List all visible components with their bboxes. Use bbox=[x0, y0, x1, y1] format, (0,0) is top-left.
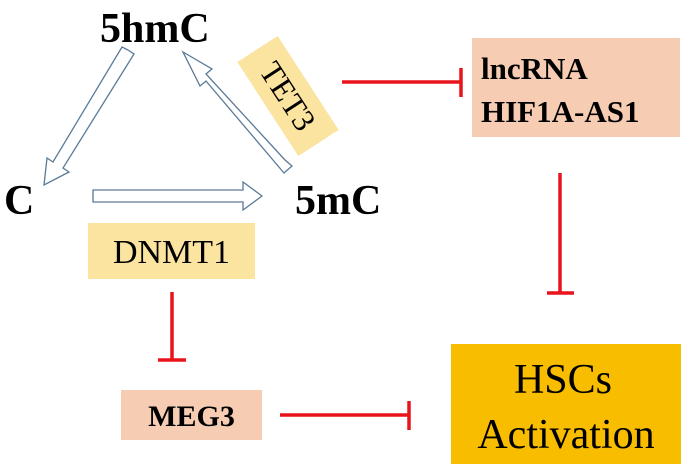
meg3-box bbox=[121, 390, 262, 440]
meg3-label: MEG3 bbox=[148, 400, 235, 433]
hsc-label-line1: HSCs bbox=[514, 357, 612, 403]
node-5mc: 5mC bbox=[295, 178, 381, 224]
dnmt1-box bbox=[88, 223, 255, 279]
node-5hmc: 5hmC bbox=[100, 6, 210, 52]
inhibit-meg3-hsc bbox=[280, 401, 411, 430]
tet3-box: TET3 bbox=[237, 35, 339, 157]
node-c: C bbox=[4, 178, 34, 224]
inhibit-lncrna-hsc bbox=[547, 173, 574, 295]
inhibit-dnmt1-meg3 bbox=[158, 292, 186, 362]
lncrna-label-line2: HIF1A-AS1 bbox=[481, 94, 639, 129]
dnmt1-label: DNMT1 bbox=[113, 234, 230, 271]
arrow-5hmc-to-c bbox=[43, 46, 135, 187]
arrow-c-to-5mc bbox=[92, 180, 264, 212]
hsc-activation-box bbox=[451, 344, 681, 464]
tet3-box-bg bbox=[237, 35, 339, 157]
lncrna-label-line1: lncRNA bbox=[481, 51, 588, 86]
hsc-label-line2: Activation bbox=[477, 412, 654, 458]
arrow-5mc-to-5hmc bbox=[181, 50, 293, 174]
inhibit-tet3-lncrna bbox=[342, 68, 463, 97]
lncrna-box bbox=[472, 38, 680, 137]
